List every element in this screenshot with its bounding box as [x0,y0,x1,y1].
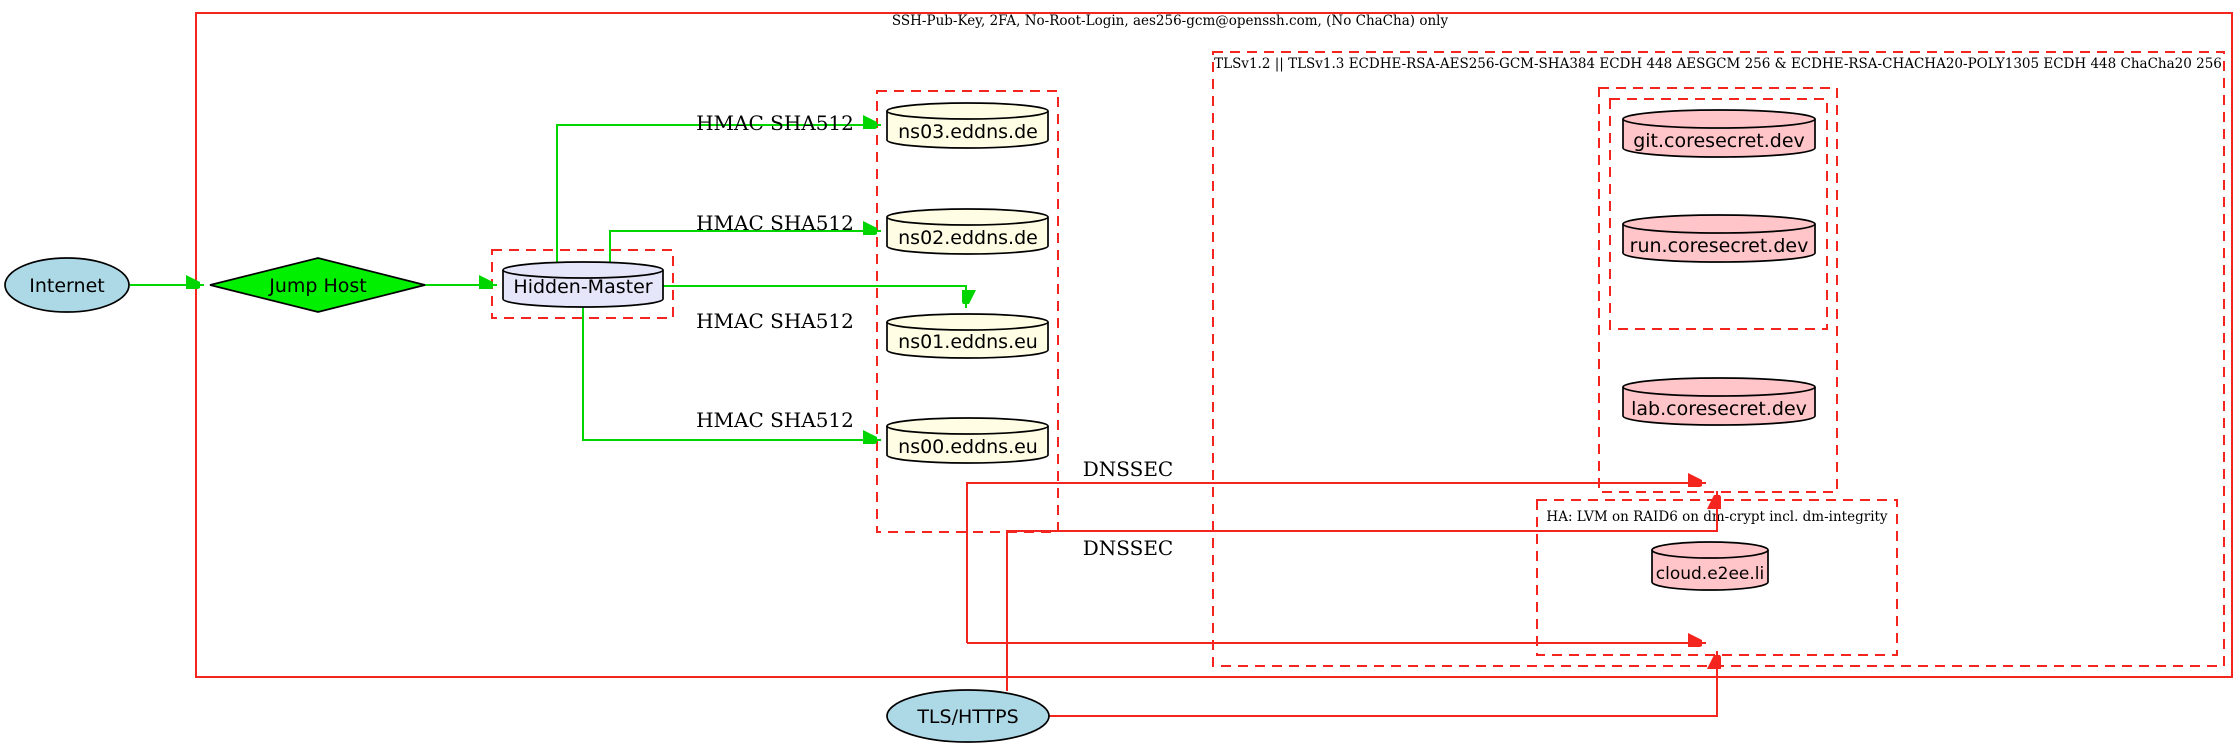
edge-dnssec-label-1: DNSSEC [1083,457,1174,481]
edge-hiddenmaster-to-ns00 [582,307,881,440]
cloud-node: cloud.e2ee.li [1651,541,1769,591]
edge-dnssec-label-2: DNSSEC [1083,536,1174,560]
edge-tls-to-coresecret [1006,491,1717,691]
ns01-label: ns01.eddns.eu [898,331,1038,353]
tls-https-node [886,689,1050,743]
lab-label: lab.coresecret.dev [1631,398,1807,420]
jump-host-node [209,257,426,313]
run-label: run.coresecret.dev [1630,235,1809,257]
internet-node [4,257,130,313]
internet-label: Internet [29,275,104,297]
run-node: run.coresecret.dev [1622,214,1816,263]
edge-hiddenmaster-to-ns02 [609,231,881,262]
ssh-cluster-label: SSH-Pub-Key, 2FA, No-Root-Login, aes256-… [892,13,1449,29]
ns00-label: ns00.eddns.eu [898,436,1038,458]
coresecret-inner-cluster-box [1609,98,1828,330]
dns-cluster-box [876,90,1059,533]
edge-tls-to-ha [1049,651,1717,717]
hidden-master-node: Hidden-Master [502,261,664,308]
edge-hmac-label-3: HMAC SHA512 [696,309,854,333]
ns02-label: ns02.eddns.de [898,227,1038,249]
ns00-node: ns00.eddns.eu [886,417,1049,464]
ns03-node: ns03.eddns.de [886,102,1049,149]
edge-hmac-label-4: HMAC SHA512 [696,408,854,432]
ns02-node: ns02.eddns.de [886,208,1049,255]
jump-host-label: Jump Host [268,275,367,297]
git-label: git.coresecret.dev [1633,130,1805,152]
lab-node: lab.coresecret.dev [1622,377,1816,426]
tls-https-label: TLS/HTTPS [916,706,1018,728]
edge-hiddenmaster-to-ns01 [663,285,966,308]
ns03-label: ns03.eddns.de [898,121,1038,143]
ssh-cluster-box [195,12,2233,678]
edge-dnssec-to-coresecret [966,483,1706,643]
edge-hiddenmaster-to-ns03 [556,125,881,262]
cloud-label: cloud.e2ee.li [1656,564,1764,584]
edge-hmac-label-2: HMAC SHA512 [696,211,854,235]
tls-cluster-label: TLSv1.2 || TLSv1.3 ECDHE-RSA-AES256-GCM-… [1214,56,2222,72]
ns01-node: ns01.eddns.eu [886,313,1049,359]
git-node: git.coresecret.dev [1622,109,1816,158]
edge-hmac-label-1: HMAC SHA512 [696,111,854,135]
coresecret-outer-cluster-box [1598,87,1838,493]
hidden-master-label: Hidden-Master [513,276,652,298]
